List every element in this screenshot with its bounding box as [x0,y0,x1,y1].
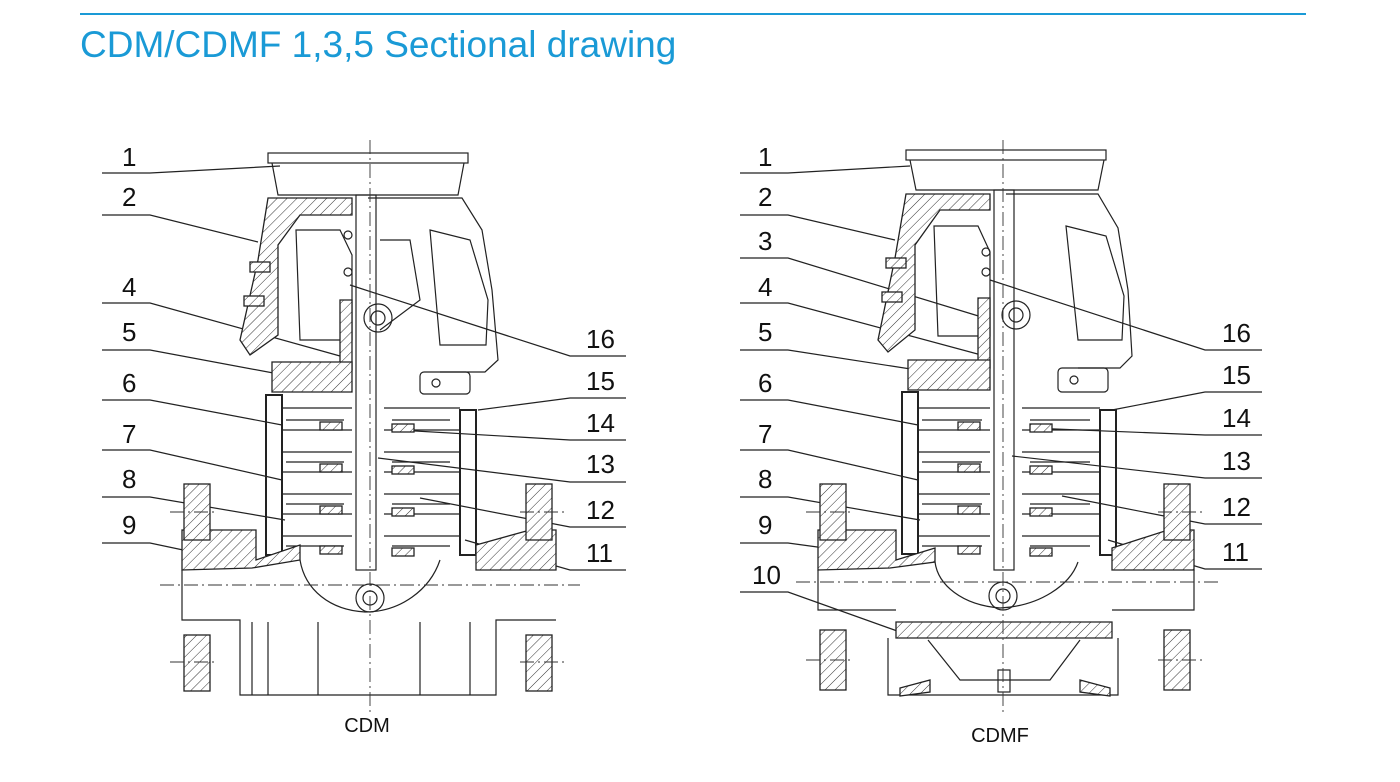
callout-15: 15 [1222,360,1251,390]
callout-1: 1 [758,142,772,172]
callout-14: 14 [586,408,615,438]
cdmf-stages-right [1022,407,1100,557]
cdm-caption: CDM [344,715,390,737]
callout-6: 6 [758,368,772,398]
callout-12: 12 [1222,492,1251,522]
callout-5: 5 [122,317,136,347]
cdm-stages-right [384,407,460,557]
callout-7: 7 [122,419,136,449]
callout-9: 9 [758,510,772,540]
callout-14: 14 [1222,403,1251,433]
cdm-stages-left [282,407,352,555]
title-rule [80,13,1306,15]
cdmf-caption: CDMF [971,725,1029,747]
callout-11: 11 [586,538,613,568]
callout-4: 4 [122,272,136,302]
callout-2: 2 [758,182,772,212]
callout-12: 12 [586,495,615,525]
cdmf-drawing: 1 2 3 4 5 6 7 8 9 10 16 15 14 13 12 11 [740,140,1262,747]
callout-7: 7 [758,419,772,449]
page-title: CDM/CDMF 1,3,5 Sectional drawing [80,24,677,65]
callout-1: 1 [122,142,136,172]
cdm-drawing: 1 2 4 5 6 7 8 9 16 15 14 13 12 11 [102,140,626,737]
callout-16: 16 [1222,318,1251,348]
callout-13: 13 [1222,446,1251,476]
callout-13: 13 [586,449,615,479]
callout-10: 10 [752,560,781,590]
callout-8: 8 [122,464,136,494]
cdmf-stages-left [918,407,990,555]
callout-5: 5 [758,317,772,347]
callout-3: 3 [758,226,772,256]
callout-8: 8 [758,464,772,494]
callout-9: 9 [122,510,136,540]
callout-11: 11 [1222,537,1249,567]
callout-6: 6 [122,368,136,398]
callout-16: 16 [586,324,615,354]
callout-15: 15 [586,366,615,396]
callout-2: 2 [122,182,136,212]
callout-4: 4 [758,272,772,302]
